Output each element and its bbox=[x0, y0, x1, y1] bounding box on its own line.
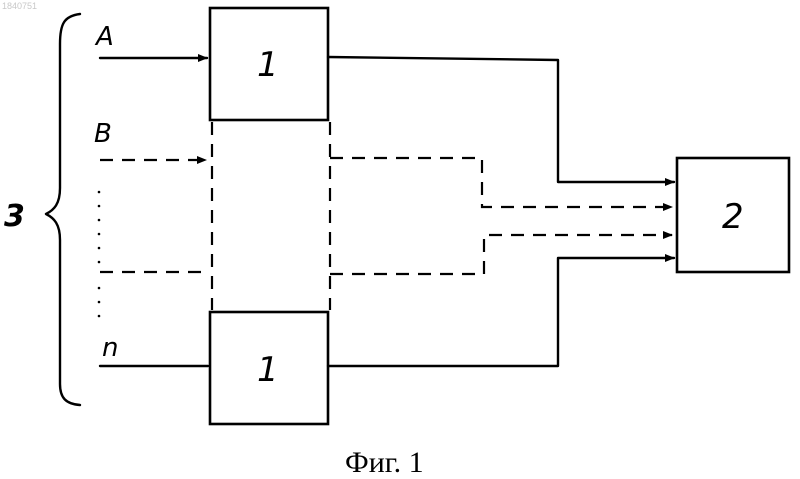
ellipsis-inputs bbox=[98, 191, 101, 318]
watermark-text: 1840751 bbox=[2, 1, 37, 11]
figure-caption: Фиг. 1 bbox=[345, 446, 424, 479]
brace-label: 3 bbox=[4, 199, 25, 234]
input-b-label: B bbox=[94, 119, 112, 149]
output-dashed-lower bbox=[330, 235, 672, 274]
input-group-brace bbox=[46, 14, 80, 405]
input-a-label: A bbox=[94, 22, 114, 52]
input-n-label: n bbox=[102, 333, 118, 363]
block-1-top-label: 1 bbox=[257, 45, 279, 85]
output-line-top bbox=[328, 57, 674, 182]
block-1-bottom-label: 1 bbox=[257, 350, 279, 390]
block-2-label: 2 bbox=[722, 197, 744, 237]
